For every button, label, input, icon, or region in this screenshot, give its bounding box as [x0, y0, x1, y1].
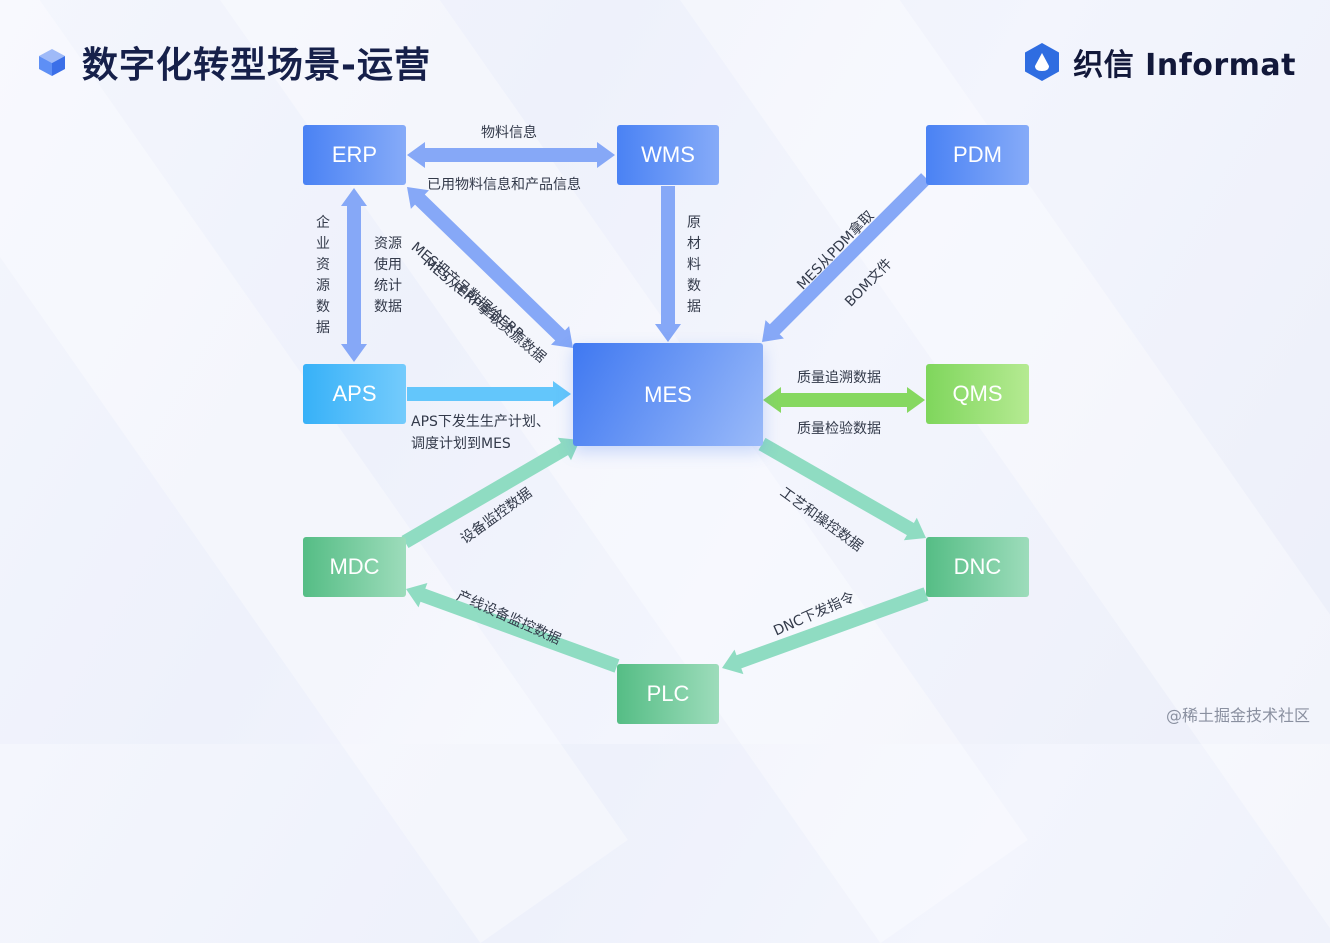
label-quality-trace: 质量追溯数据	[797, 370, 881, 386]
brand-name: 织信 Informat	[1073, 48, 1296, 83]
cube-icon	[39, 49, 65, 76]
arrow-wms-mes	[655, 186, 681, 342]
label-resource-usage: 资源 使用 统计 数据	[374, 236, 402, 315]
arrow-erp-aps	[341, 188, 367, 362]
brand-hexagon-icon	[1025, 43, 1060, 81]
arrow-mes-dnc	[758, 437, 926, 541]
label-enterprise-resource: 企 业 资 源 数 据	[316, 215, 330, 336]
node-mes: MES	[573, 343, 763, 446]
watermark: @稀土掘金技术社区	[1165, 706, 1310, 725]
node-pdm: PDM	[926, 125, 1029, 185]
label-erp-wms-material: 物料信息	[481, 125, 537, 141]
arrow-dnc-plc	[722, 587, 929, 675]
arrow-plc-mdc	[406, 583, 620, 673]
page-header: 数字化转型场景-运营	[36, 38, 431, 86]
diagram-connectors	[341, 142, 931, 675]
label-raw-material: 原 材 料 数 据	[687, 215, 701, 315]
node-wms: WMS	[617, 125, 719, 185]
arrow-erp-wms	[407, 142, 615, 168]
arrow-mes-qms	[763, 387, 925, 413]
label-quality-inspection: 质量检验数据	[797, 421, 881, 437]
label-erp-wms-used: 已用物料信息和产品信息	[427, 177, 581, 193]
node-plc: PLC	[617, 664, 719, 724]
node-mdc: MDC	[303, 537, 406, 597]
page-title: 数字化转型场景-运营	[82, 45, 431, 86]
arrow-erp-mes	[407, 187, 573, 348]
arrow-pdm-mes	[762, 173, 931, 342]
brand-logo: 织信 Informat	[1023, 40, 1296, 84]
node-aps: APS	[303, 364, 406, 424]
arrow-mdc-mes	[401, 437, 580, 548]
label-aps-plan: APS下发生生产计划、 调度计划到MES	[411, 414, 550, 452]
arrow-aps-mes	[407, 381, 571, 407]
node-qms: QMS	[926, 364, 1029, 424]
node-erp: ERP	[303, 125, 406, 185]
node-dnc: DNC	[926, 537, 1029, 597]
